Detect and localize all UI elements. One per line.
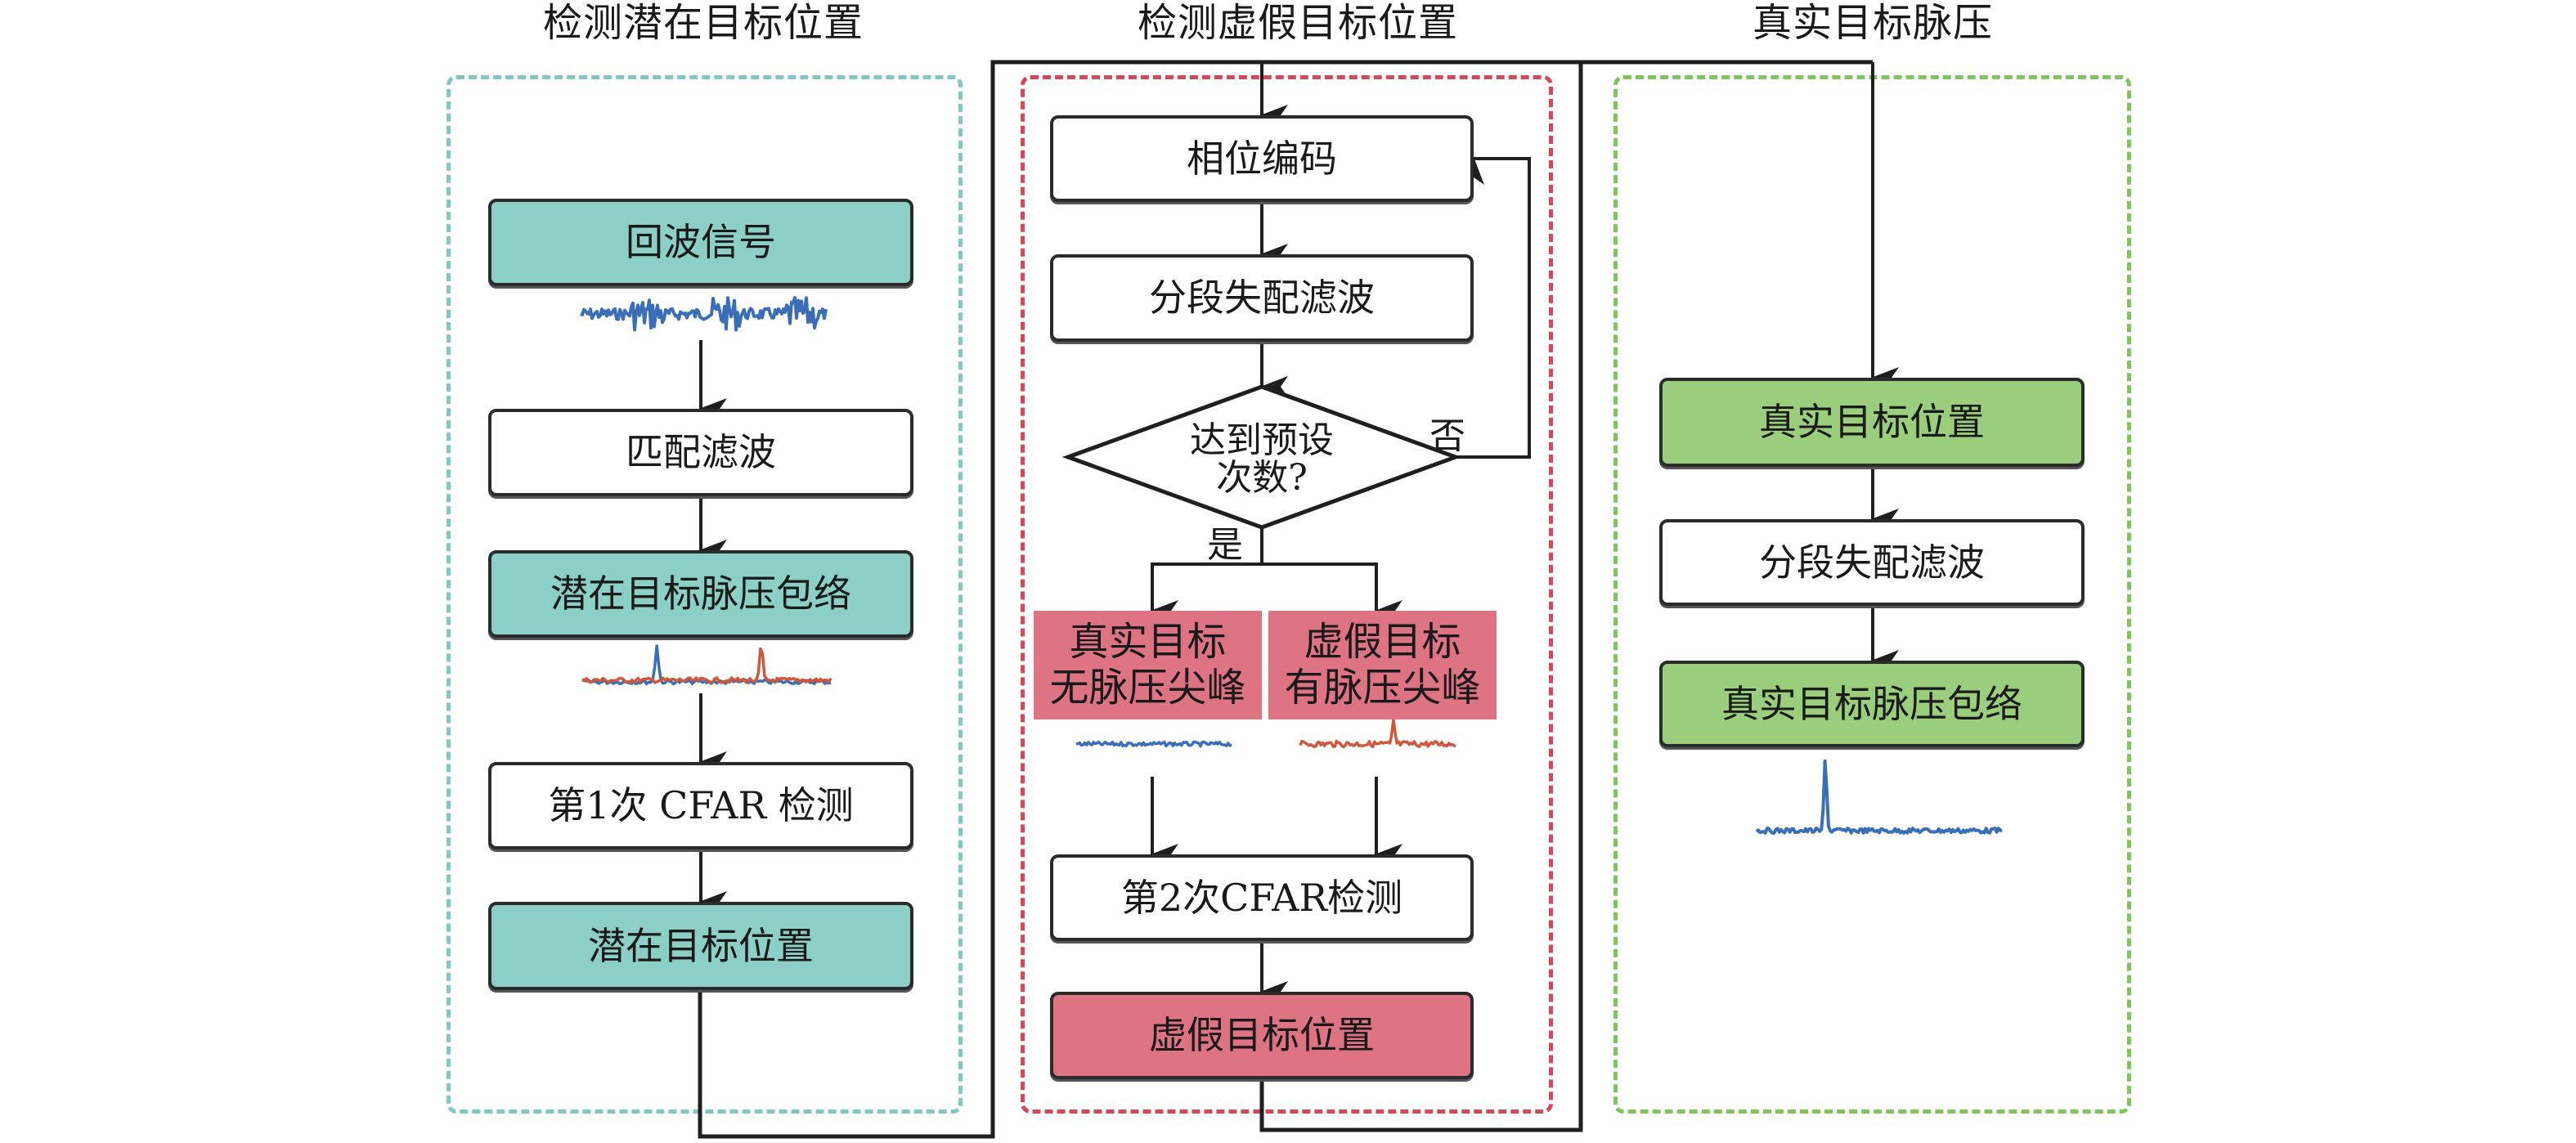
waveform-real-envelope bbox=[1755, 759, 2003, 835]
node-potential-envelope: 潜在目标脉压包络 bbox=[488, 550, 913, 638]
node-fake-position: 虚假目标位置 bbox=[1050, 992, 1474, 1079]
decision-line-2: 次数? bbox=[1216, 457, 1308, 499]
waveform-fake-has-peak bbox=[1299, 718, 1456, 749]
decision-text: 达到预设 次数? bbox=[1190, 419, 1334, 499]
node-real-no-peak: 真实目标 无脉压尖峰 bbox=[1034, 611, 1262, 719]
real-no-peak-line-2: 无脉压尖峰 bbox=[1049, 664, 1246, 710]
node-segment-mismatch-filter: 分段失配滤波 bbox=[1050, 254, 1474, 342]
node-real-position: 真实目标位置 bbox=[1659, 378, 2085, 467]
fake-has-peak-line-1: 虚假目标 bbox=[1304, 619, 1461, 666]
node-cfar2: 第2次CFAR检测 bbox=[1050, 854, 1474, 941]
node-matched-filter: 匹配滤波 bbox=[488, 409, 913, 496]
node-real-envelope: 真实目标脉压包络 bbox=[1659, 661, 2085, 747]
route-potential-to-fake bbox=[698, 60, 1873, 1139]
group-fake-detection bbox=[1021, 75, 1553, 1114]
waveform-potential-orange bbox=[581, 647, 832, 684]
section-title-real: 真实目标脉压 bbox=[1752, 0, 1994, 46]
fake-has-peak-line-2: 有脉压尖峰 bbox=[1284, 664, 1481, 710]
real-no-peak-line-1: 真实目标 bbox=[1069, 619, 1227, 666]
node-potential-position: 潜在目标位置 bbox=[488, 902, 913, 990]
arrow-no-loop bbox=[1456, 157, 1531, 459]
line-yes-split bbox=[1151, 563, 1378, 611]
node-phase-coding: 相位编码 bbox=[1050, 115, 1474, 202]
section-title-fake: 检测虚假目标位置 bbox=[1137, 0, 1459, 46]
node-echo-signal: 回波信号 bbox=[488, 199, 913, 286]
node-cfar1: 第1次 CFAR 检测 bbox=[488, 762, 913, 849]
route-fake-to-real bbox=[1259, 62, 1583, 1132]
node-fake-has-peak: 虚假目标 有脉压尖峰 bbox=[1268, 611, 1497, 719]
decision-line-1: 达到预设 bbox=[1190, 419, 1334, 461]
waveform-real-no-peak bbox=[1075, 740, 1232, 748]
label-no: 否 bbox=[1429, 415, 1465, 457]
section-title-potential: 检测潜在目标位置 bbox=[542, 0, 864, 46]
routing-lines bbox=[698, 60, 1873, 1139]
decision-diamond bbox=[1061, 384, 1462, 530]
waveform-echo bbox=[580, 296, 828, 332]
node-right-segment-mismatch-filter: 分段失配滤波 bbox=[1659, 519, 2085, 606]
label-yes: 是 bbox=[1207, 524, 1243, 566]
group-potential-detection bbox=[447, 75, 963, 1114]
